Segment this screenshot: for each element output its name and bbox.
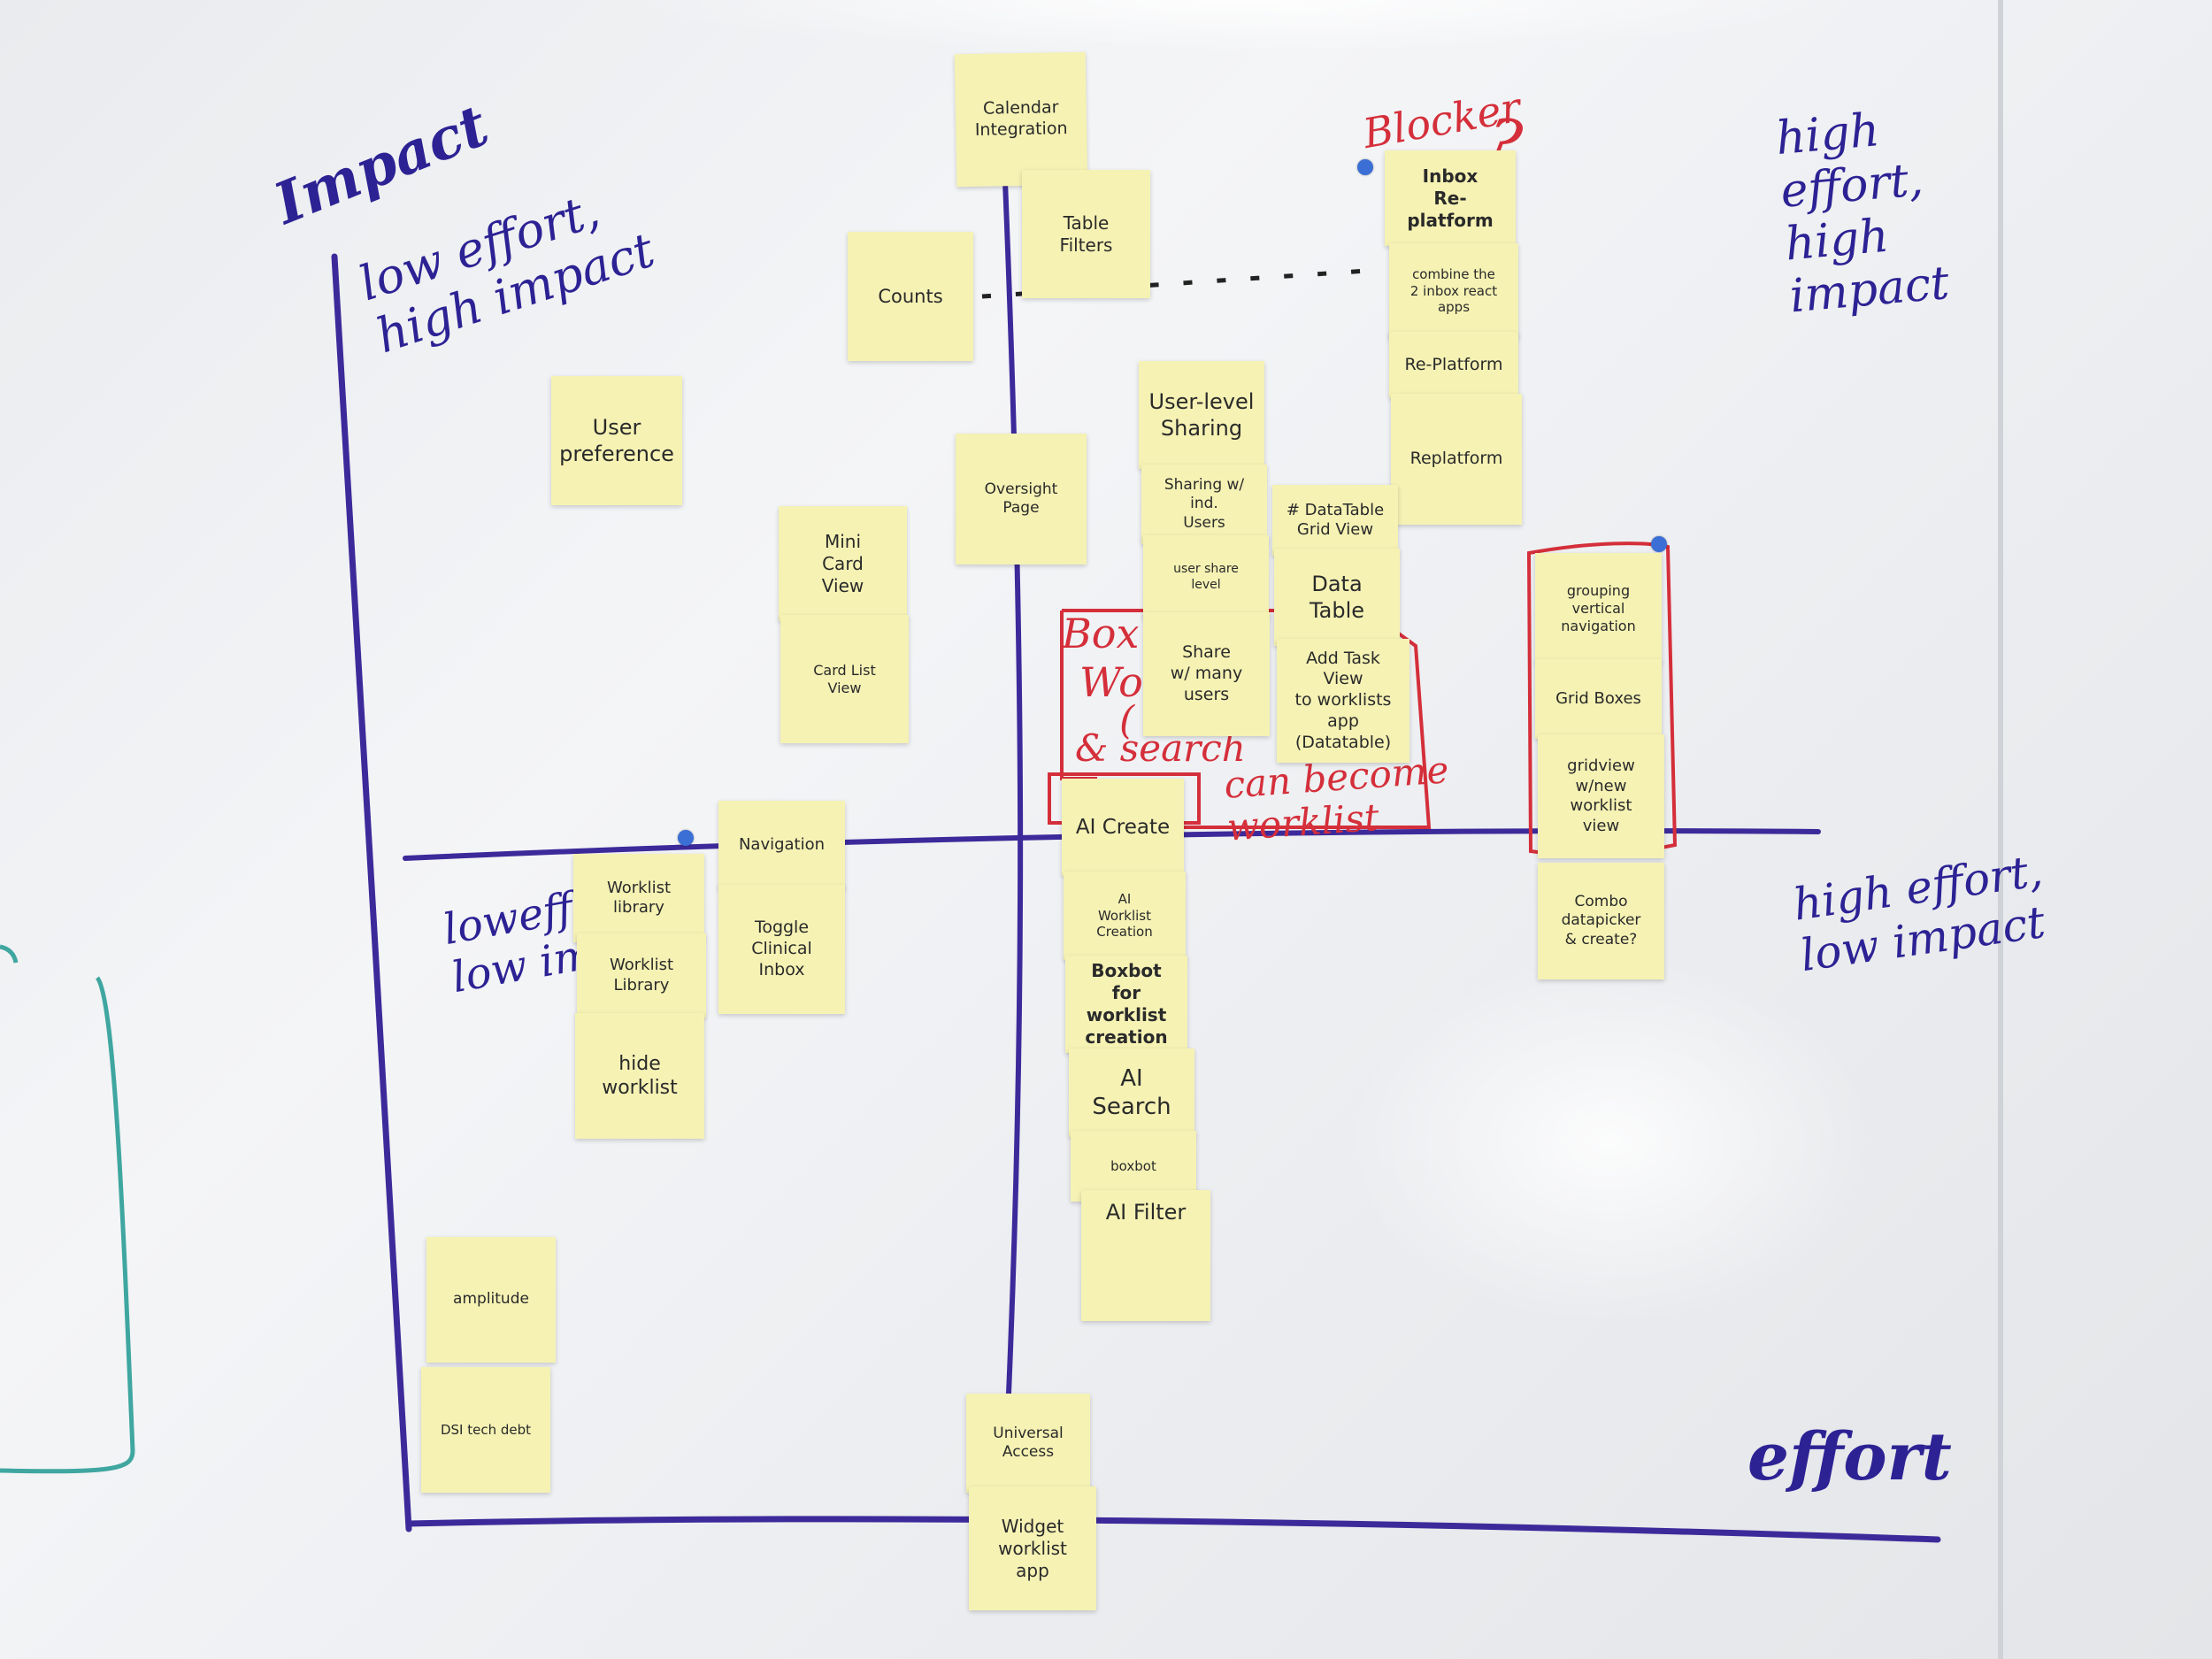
- teal-bracket: [0, 978, 133, 1471]
- sticky-note-ai-search[interactable]: AI Search: [1069, 1048, 1194, 1137]
- sticky-note-re-platform[interactable]: Re-Platform: [1389, 332, 1518, 398]
- sticky-note-mini-card-view[interactable]: Mini Card View: [779, 506, 907, 621]
- sticky-note-inbox-replatform[interactable]: Inbox Re-platform: [1385, 150, 1516, 246]
- sticky-note-oversight-page[interactable]: Oversight Page: [956, 434, 1087, 565]
- effort-axis-label: effort: [1747, 1420, 1952, 1495]
- sticky-note-data-table[interactable]: Data Table: [1274, 549, 1400, 646]
- sticky-note-navigation[interactable]: Navigation: [718, 801, 845, 889]
- sticky-note-combo-datapicker[interactable]: Combo datapicker & create?: [1538, 863, 1664, 979]
- sticky-note-share-many-users[interactable]: Share w/ many users: [1143, 612, 1270, 736]
- red-box-word: Box: [1062, 611, 1139, 657]
- center-vertical-divider: [1005, 181, 1020, 1394]
- sticky-note-widget-worklist-app[interactable]: Widget worklist app: [969, 1486, 1096, 1610]
- sticky-note-combine-inbox-apps[interactable]: combine the 2 inbox react apps: [1389, 243, 1518, 339]
- sticky-note-datatable-grid-view[interactable]: # DataTable Grid View: [1272, 485, 1398, 556]
- sticky-note-gridview-new-worklist-view[interactable]: gridview w/new worklist view: [1538, 734, 1664, 858]
- sticky-note-grouping-vertical-navigation[interactable]: grouping vertical navigation: [1535, 553, 1662, 664]
- effort-axis-line: [409, 1519, 1938, 1540]
- red-fragment-can-become-worklist: can become worklist: [1223, 749, 1453, 849]
- sticky-note-card-list-view[interactable]: Card List View: [780, 615, 909, 743]
- sticky-note-boxbot-worklist-creation[interactable]: Boxbot for worklist creation: [1065, 956, 1187, 1053]
- magnet: [678, 830, 694, 846]
- impact-axis-line: [334, 257, 409, 1529]
- sticky-note-toggle-clinical-inbox[interactable]: Toggle Clinical Inbox: [718, 885, 845, 1014]
- sticky-note-ai-create[interactable]: AI Create: [1062, 779, 1184, 876]
- sticky-note-grid-boxes[interactable]: Grid Boxes: [1535, 659, 1662, 739]
- magnet: [1651, 536, 1667, 552]
- sticky-note-counts[interactable]: Counts: [848, 232, 973, 361]
- sticky-note-calendar-integration[interactable]: Calendar Integration: [955, 52, 1088, 188]
- sticky-note-table-filters[interactable]: Table Filters: [1022, 170, 1150, 298]
- sticky-note-add-task-view[interactable]: Add Task View to worklists app (Datatabl…: [1277, 639, 1409, 763]
- sticky-note-replatform[interactable]: Replatform: [1391, 394, 1522, 525]
- teal-bracket-top: [0, 947, 16, 963]
- quadrant-label-top-right: high effort, high impact: [1774, 100, 1951, 325]
- sticky-note-amplitude[interactable]: amplitude: [426, 1237, 556, 1363]
- magnet: [1357, 159, 1373, 175]
- sticky-note-hide-worklist[interactable]: hide worklist: [575, 1013, 704, 1139]
- sticky-note-user-level-sharing[interactable]: User-level Sharing: [1139, 361, 1264, 469]
- sticky-note-sharing-ind-users[interactable]: Sharing w/ ind. Users: [1141, 465, 1267, 544]
- sticky-note-user-share-level[interactable]: user share level: [1143, 535, 1269, 619]
- sticky-note-universal-access[interactable]: Universal Access: [966, 1394, 1090, 1493]
- sticky-note-dsi-tech-debt[interactable]: DSI tech debt: [421, 1367, 550, 1493]
- sticky-note-worklist-library-2[interactable]: Worklist Library: [577, 933, 706, 1018]
- sticky-note-worklist-library-1[interactable]: Worklist library: [573, 854, 704, 942]
- sticky-note-user-preference[interactable]: User preference: [551, 376, 682, 505]
- sticky-note-ai-filter[interactable]: AI Filter: [1081, 1190, 1210, 1321]
- sticky-note-ai-worklist-creation[interactable]: AI Worklist Creation: [1064, 872, 1186, 960]
